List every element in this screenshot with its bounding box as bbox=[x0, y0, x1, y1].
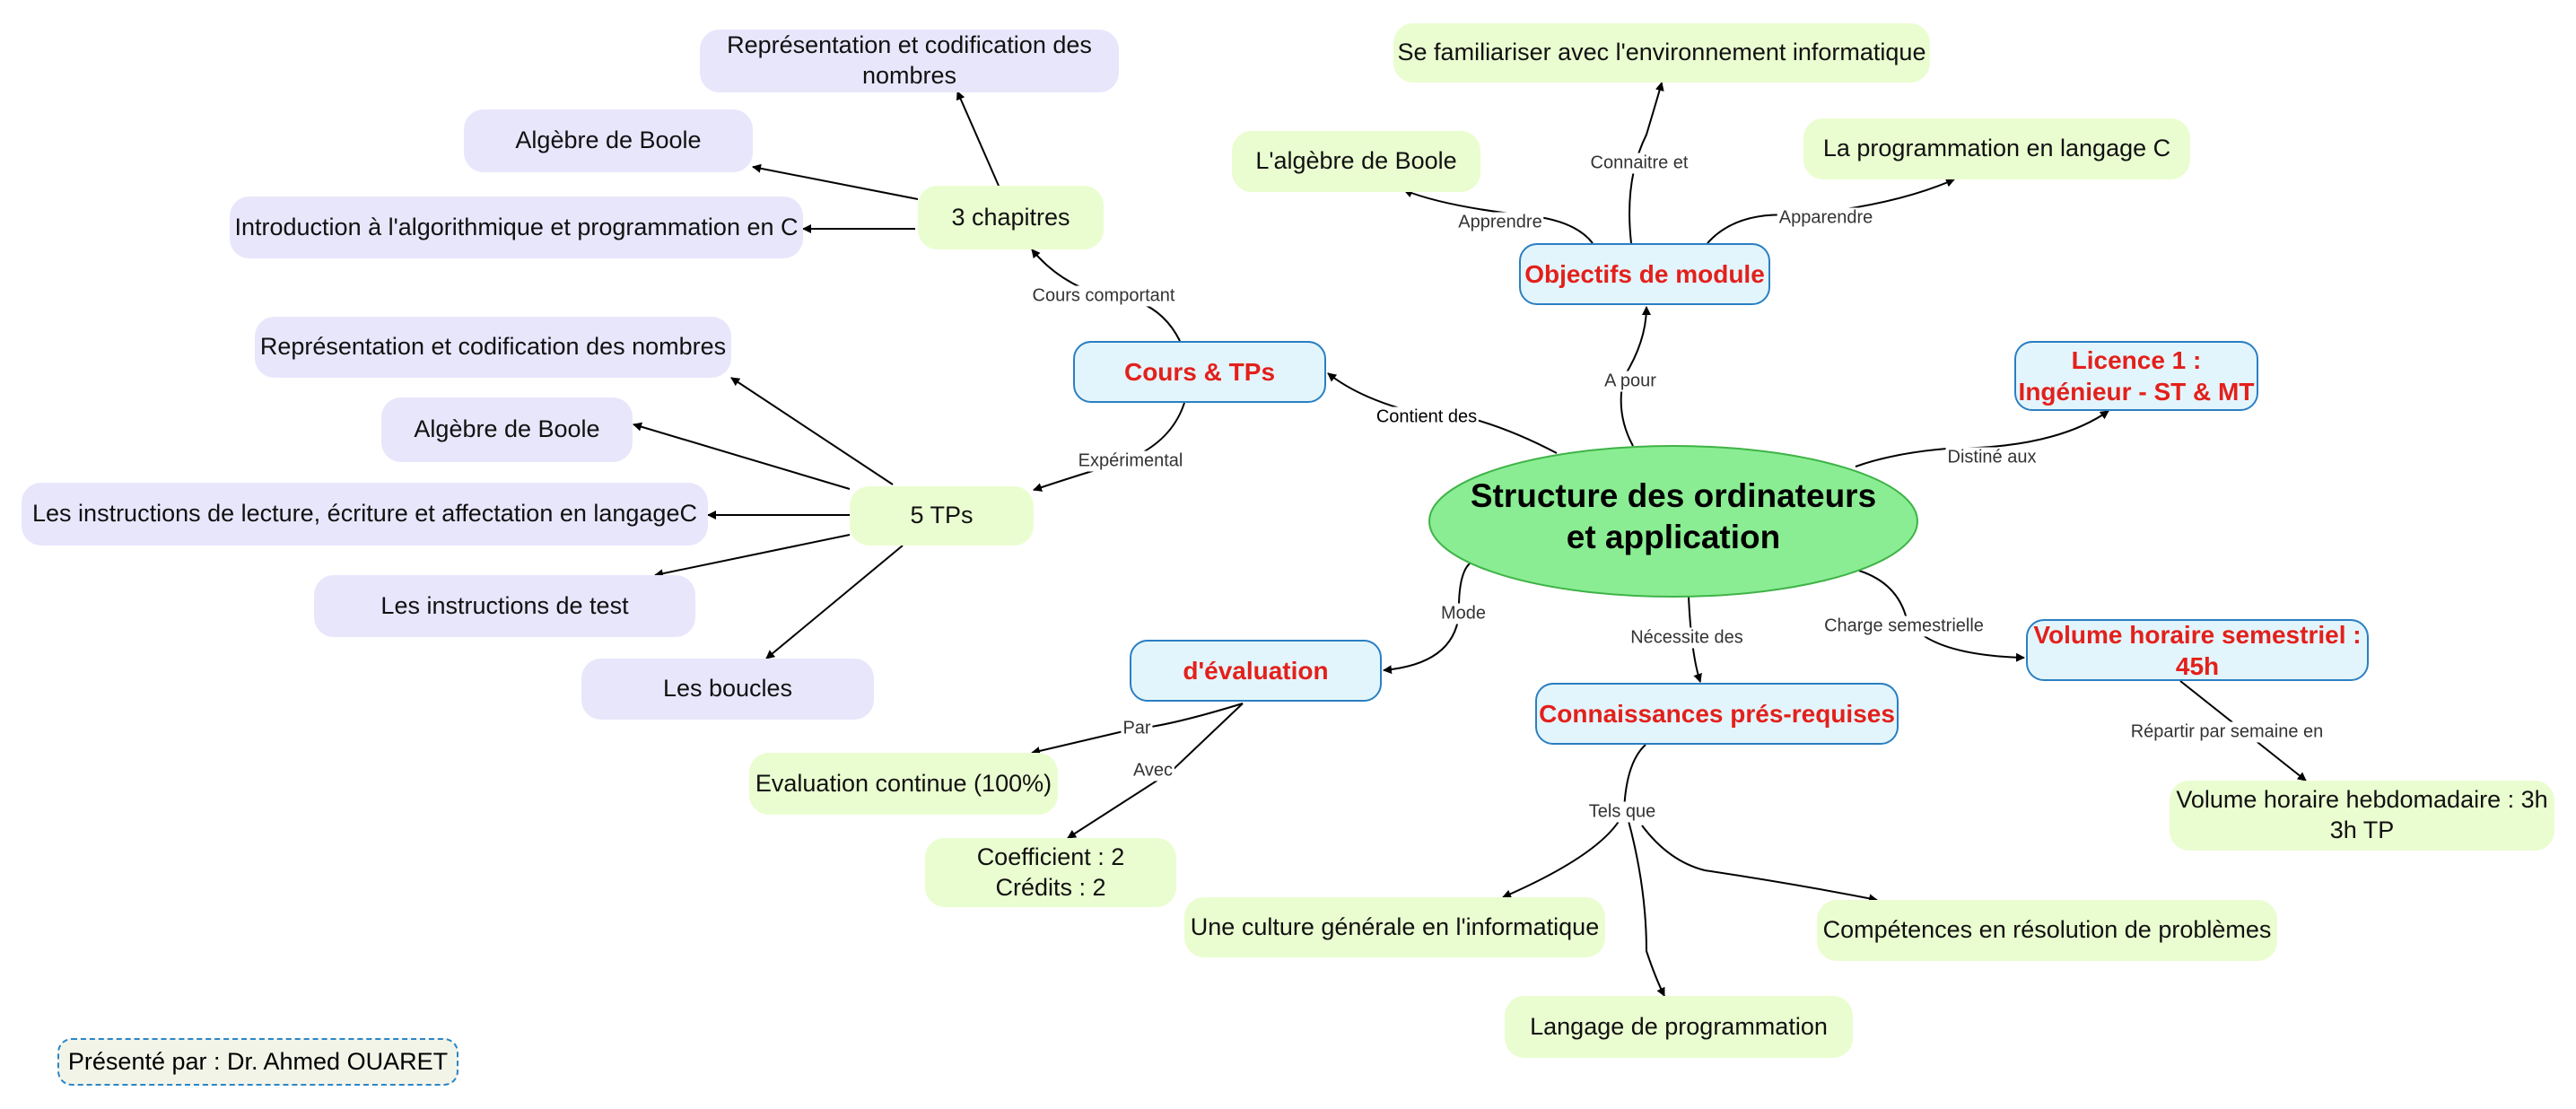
tp-item[interactable]: Représentation et codification des nombr… bbox=[255, 317, 731, 378]
hub-evaluation[interactable]: d'évaluation bbox=[1130, 640, 1382, 702]
edge-tels-que-2 bbox=[1628, 820, 1665, 997]
objectif-item[interactable]: La programmation en langage C bbox=[1803, 118, 2190, 179]
central-topic[interactable]: Structure des ordinateurs et application bbox=[1470, 477, 1877, 556]
edge-tp-4 bbox=[654, 534, 851, 579]
edge-tp-1 bbox=[730, 377, 894, 485]
hub-objectifs[interactable]: Objectifs de module bbox=[1519, 243, 1770, 305]
evaluation-item[interactable]: Coefficient : 2 Crédits : 2 bbox=[925, 838, 1176, 907]
edge-label-mode: Mode bbox=[1438, 603, 1489, 624]
objectif-item[interactable]: Se familiariser avec l'environnement inf… bbox=[1393, 23, 1930, 83]
hub-prerequis[interactable]: Connaissances prés-requises bbox=[1535, 683, 1899, 745]
objectif-item[interactable]: L'algèbre de Boole bbox=[1232, 131, 1480, 192]
evaluation-item[interactable]: Evaluation continue (100%) bbox=[749, 753, 1058, 815]
edge-label-avec: Avec bbox=[1131, 760, 1175, 782]
edge-label-tels-que: Tels que bbox=[1586, 801, 1658, 823]
edge-label-necessite: Nécessite des bbox=[1629, 627, 1745, 649]
edge-tp-5 bbox=[765, 545, 904, 659]
edge-tels-que-3 bbox=[1641, 825, 1878, 904]
node-5-tps[interactable]: 5 TPs bbox=[850, 486, 1034, 546]
prerequis-item[interactable]: Compétences en résolution de problèmes bbox=[1817, 900, 2277, 961]
edge-chap-2 bbox=[752, 163, 919, 200]
edge-connaitre bbox=[1629, 82, 1664, 244]
edge-label-connaitre: Connaitre et bbox=[1588, 153, 1690, 174]
edge-label-cours-comportant: Cours comportant bbox=[1030, 285, 1177, 307]
volume-hebdo-item[interactable]: Volume horaire hebdomadaire : 3h 3h TP bbox=[2170, 781, 2554, 851]
edge-label-a-pour: A pour bbox=[1602, 371, 1658, 392]
edge-experimental bbox=[1033, 402, 1185, 492]
edge-label-par: Par bbox=[1121, 718, 1153, 739]
tp-item[interactable]: Algèbre de Boole bbox=[381, 397, 633, 462]
chapitre-item[interactable]: Représentation et codification des nombr… bbox=[700, 30, 1119, 92]
edge-tp-2 bbox=[633, 422, 851, 490]
edge-label-repartir: Répartir par semaine en bbox=[2128, 721, 2326, 743]
tp-item[interactable]: Les instructions de lecture, écriture et… bbox=[22, 483, 708, 546]
edge-chap-1 bbox=[956, 91, 1000, 187]
prerequis-item[interactable]: Une culture générale en l'informatique bbox=[1184, 897, 1605, 957]
chapitre-item[interactable]: Introduction à l'algorithmique et progra… bbox=[230, 196, 803, 258]
edge-label-apparendre: Apparendre bbox=[1777, 207, 1875, 229]
hub-volume-semestriel[interactable]: Volume horaire semestriel : 45h bbox=[2026, 619, 2369, 681]
node-3-chapitres[interactable]: 3 chapitres bbox=[918, 186, 1104, 249]
prerequis-item[interactable]: Langage de programmation bbox=[1505, 996, 1853, 1058]
edge-label-experimental: Expérimental bbox=[1076, 450, 1185, 472]
chapitre-item[interactable]: Algèbre de Boole bbox=[464, 109, 753, 172]
tp-item[interactable]: Les instructions de test bbox=[314, 575, 695, 637]
edge-charge bbox=[1858, 570, 2025, 662]
hub-cours-tps[interactable]: Cours & TPs bbox=[1073, 341, 1326, 403]
edge-label-distine: Distiné aux bbox=[1945, 447, 2039, 468]
center-ellipse bbox=[1428, 445, 1918, 598]
tp-item[interactable]: Les boucles bbox=[581, 659, 874, 720]
edge-label-charge: Charge semestrielle bbox=[1822, 616, 1986, 637]
edge-label-contient: Contient des bbox=[1374, 406, 1480, 428]
edge-label-apprendre: Apprendre bbox=[1456, 212, 1544, 233]
hub-licence[interactable]: Licence 1 : Ingénieur - ST & MT bbox=[2014, 341, 2258, 411]
presenter-label: Présenté par : Dr. Ahmed OUARET bbox=[57, 1038, 458, 1086]
